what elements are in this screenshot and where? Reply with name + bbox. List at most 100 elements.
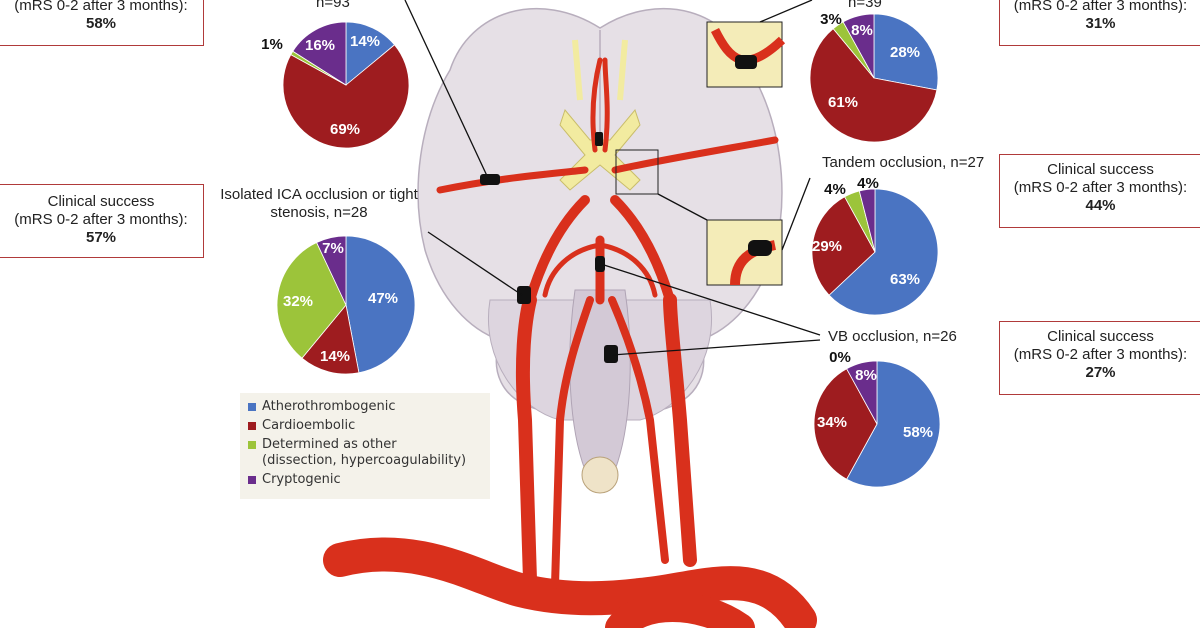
pie-slice-atherothrombogenic [846,360,941,488]
legend-other-line1: Determined as other [262,437,397,452]
pie-slice-cryptogenic [842,13,875,79]
pie-slice-cryptogenic [858,188,876,253]
box-line2: (mRS 0-2 after 3 months): [1013,346,1188,363]
legend-item-other: Determined as other (dissection, hyperco… [246,437,484,469]
pie-label-cardioembolic: 69% [330,121,360,138]
box-pct: 44% [1085,197,1116,214]
pie-label-atherothrombogenic: 58% [903,424,933,441]
legend-label: Atherothrombogenic [262,399,396,414]
pie-vb-title: VB occlusion, n=26 [828,328,957,345]
legend-swatch-darkred [248,422,256,430]
pie-slice-atherothrombogenic [345,21,396,86]
pie-label-cardioembolic: 29% [812,238,842,255]
box-pct: 57% [85,229,117,246]
pie-label-cryptogenic: 7% [322,240,344,257]
aortic-arch [323,537,817,628]
pie-top-left: 14% 69% 1% 16% [261,21,410,149]
pie-slice-other [276,242,347,359]
pie-slice-atherothrombogenic [873,13,939,91]
aortic-arch-lower [605,592,755,628]
clinical-success-box-mid-left: Clinical success (mRS 0-2 after 3 months… [0,184,204,258]
pie-label-cryptogenic: 8% [855,367,877,384]
pie-slice-cardioembolic [301,304,360,375]
right-aca [602,57,610,153]
legend-item-cardioembolic: Cardioembolic [246,418,484,434]
left-ica-upper [525,195,590,305]
box-line2: (mRS 0-2 after 3 months): [1013,0,1188,14]
pie-label-cryptogenic: 8% [851,22,873,39]
pie-label-atherothrombogenic: 63% [890,271,920,288]
pie-label-other: 32% [283,293,313,310]
pie-label-other: 1% [261,36,283,53]
olfactory-left [572,39,583,101]
legend: Atherothrombogenic Cardioembolic Determi… [240,393,490,499]
box-line1: Clinical success [47,193,155,210]
legend-item-cryptogenic: Cryptogenic [246,472,484,488]
occlusion-vb-lower [604,345,618,363]
pie-label-cryptogenic: 4% [857,175,879,192]
legend-swatch-blue [248,403,256,411]
clinical-success-box-bottom-right: Clinical success (mRS 0-2 after 3 months… [999,321,1200,395]
right-mca [611,136,779,174]
pie-top-right: 28%61%3%8% [809,11,939,143]
pie-label-atherothrombogenic: 14% [350,33,380,50]
pie-vb: 58% 34% 0%8% [813,349,941,488]
legend-label: Cardioembolic [262,418,356,433]
occlusion-markers [480,132,618,363]
left-mca [436,166,589,194]
inset-top [706,21,786,88]
occlusion-basilar-top [595,256,605,272]
box-line2: (mRS 0-2 after 3 months): [14,0,188,14]
pie-slice-atherothrombogenic [828,188,939,316]
pie-label-cardioembolic: 14% [320,348,350,365]
pca-right [597,242,658,298]
box-pct: 27% [1085,364,1116,381]
box-pct: 58% [85,15,117,32]
occlusion-aca [595,132,603,146]
occlusion-mca-left [480,174,500,185]
leader-lines [404,0,821,356]
pie-label-other: 3% [820,11,842,28]
pie-label-other: 0% [829,349,851,366]
legend-item-atherothrombogenic: Atherothrombogenic [246,399,484,415]
pie-isolated-ica-title: Isolated ICA occlusion or tight stenosis… [212,186,426,222]
pie-tandem-title: Tandem occlusion, n=27 [822,154,985,171]
right-vertebral [608,296,669,564]
pie-label-cardioembolic: 34% [817,414,847,431]
legend-label: Cryptogenic [262,472,341,487]
box-line2: (mRS 0-2 after 3 months): [1013,179,1188,196]
legend-label: Determined as other (dissection, hyperco… [262,437,466,469]
pie-label-other: 4% [824,181,846,198]
left-vertebral [551,296,594,589]
pie-isolated-ica-title-line1: Isolated ICA occlusion or tight [220,186,418,203]
legend-other-line2: (dissection, hypercoagulability) [262,453,467,468]
pie-slice-cryptogenic [292,21,347,86]
pca-left [542,242,603,298]
pie-slice-atherothrombogenic [345,235,416,374]
pie-slice-cardioembolic [809,28,938,143]
left-aca [590,57,603,153]
box-pct: 31% [1085,15,1116,32]
pie-slice-cardioembolic [811,196,876,296]
pie-slice-cardioembolic [813,368,878,480]
pie-isolated-ica-title-line2: stenosis, n=28 [270,204,368,221]
box-line2: (mRS 0-2 after 3 months): [14,211,188,228]
pie-label-atherothrombogenic: 47% [368,290,398,307]
inset-bottom [706,219,783,286]
clinical-success-box-mid-right: Clinical success (mRS 0-2 after 3 months… [999,154,1200,228]
pie-tandem: 63% 29% 4% 4% [811,175,939,316]
pie-slice-cryptogenic [316,235,347,306]
pie-slice-cardioembolic [282,44,410,149]
box-line1: Clinical success [1047,161,1154,178]
box-line1: Clinical success [1047,328,1154,345]
pie-slice-cryptogenic [846,360,878,425]
inset-source-box [615,149,659,195]
legend-swatch-purple [248,476,256,484]
pie-label-cardioembolic: 61% [828,94,858,111]
left-carotid [515,293,537,587]
pie-isolated-ica: 47% 14% 32% 7% [276,235,416,375]
pie-label-cryptogenic: 16% [305,37,335,54]
occlusion-ica-left [517,286,531,304]
spinal-cord-section [581,456,619,494]
